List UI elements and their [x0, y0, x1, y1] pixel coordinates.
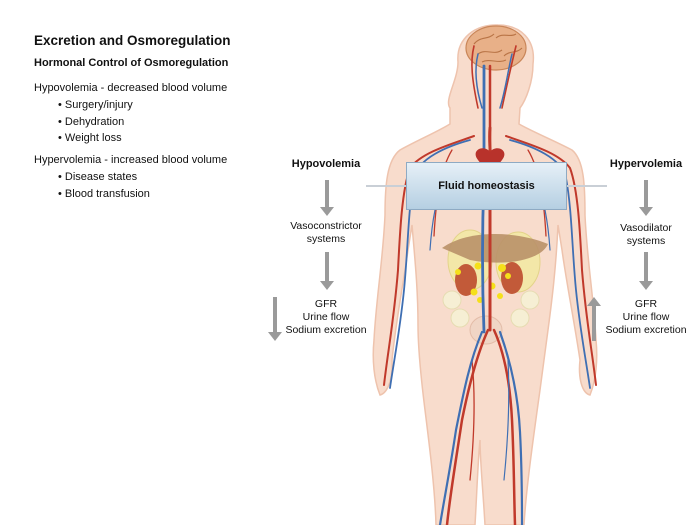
increase-arrow [587, 297, 601, 341]
list-item: Dehydration [58, 114, 133, 131]
list-item: Weight loss [58, 130, 133, 147]
hypervolemia-heading: Hypervolemia - increased blood volume [34, 154, 228, 166]
effect-gfr: GFR [314, 298, 338, 310]
veins [389, 53, 591, 525]
hypovolemia-column-heading: Hypovolemia [291, 158, 361, 170]
vasoconstrictor-label: Vasoconstrictor systems [271, 220, 381, 246]
effect-sodium-excretion: Sodium excretion [285, 324, 367, 336]
vasodilator-line-1: Vasodilator [620, 222, 672, 234]
hypovolemia-heading: Hypovolemia - decreased blood volume [34, 82, 228, 94]
list-item: Surgery/injury [58, 97, 133, 114]
effect-gfr: GFR [634, 298, 658, 310]
right-connector-line [567, 185, 607, 187]
left-connector-line [366, 185, 406, 187]
hypervolemia-effects: GFR Urine flow Sodium excretion [591, 298, 700, 337]
hypervolemia-arrow-1 [639, 180, 653, 216]
effect-urine-flow: Urine flow [622, 311, 670, 323]
hypovolemia-arrow-2 [320, 252, 334, 290]
effect-sodium-excretion: Sodium excretion [605, 324, 687, 336]
fluid-homeostasis-label: Fluid homeostasis [438, 180, 535, 192]
hypovolemia-arrow-1 [320, 180, 334, 216]
vasodilator-label: Vasodilator systems [591, 222, 700, 248]
brain [465, 25, 527, 71]
hypovolemia-effects: GFR Urine flow Sodium excretion [271, 298, 381, 337]
fluid-homeostasis-box: Fluid homeostasis [406, 162, 567, 210]
slide-title: Excretion and Osmoregulation [34, 33, 231, 48]
effect-urine-flow: Urine flow [302, 311, 350, 323]
vasodilator-line-2: systems [626, 235, 666, 247]
decrease-arrow [268, 297, 282, 341]
slide-subtitle: Hormonal Control of Osmoregulation [34, 57, 229, 69]
hypovolemia-causes-list: Surgery/injury Dehydration Weight loss [58, 97, 133, 147]
hypervolemia-causes-list: Disease states Blood transfusion [58, 169, 150, 202]
hypervolemia-column-heading: Hypervolemia [609, 158, 683, 170]
list-item: Blood transfusion [58, 186, 150, 203]
vasoconstrictor-line-1: Vasoconstrictor [290, 220, 362, 232]
vasoconstrictor-line-2: systems [306, 233, 346, 245]
hypervolemia-arrow-2 [639, 252, 653, 290]
list-item: Disease states [58, 169, 150, 186]
